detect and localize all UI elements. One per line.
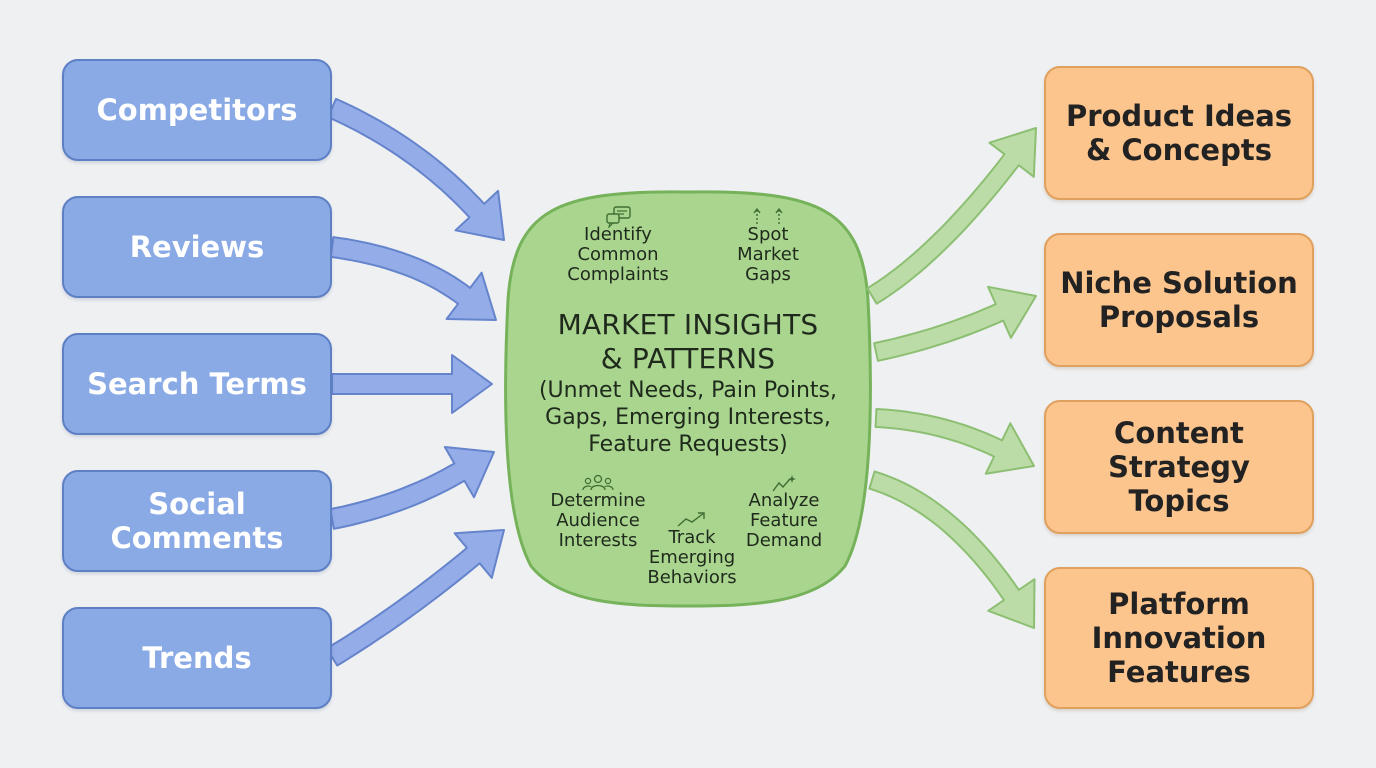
source-trends-label: Trends	[142, 640, 252, 675]
note-track-line-2: Emerging	[648, 547, 736, 569]
hub-subtitle: (Unmet Needs, Pain Points, Gaps, Emergin…	[518, 378, 858, 458]
output-platform-innovation: Platform Innovation Features	[1044, 567, 1314, 709]
note-gaps: Spot Market Gaps	[718, 224, 818, 286]
arrow-platform-innovation	[868, 470, 1036, 629]
output-product-ideas-line-1: Product Ideas	[1065, 98, 1293, 133]
output-niche-solution-line-2: Proposals	[1098, 300, 1260, 334]
source-trends: Trends	[62, 607, 332, 709]
source-reviews: Reviews	[62, 196, 332, 298]
output-content-strategy-line-1: Content	[1114, 415, 1244, 450]
note-complaints: Identify Common Complaints	[563, 224, 673, 286]
note-complaints-line-3: Complaints	[567, 264, 669, 286]
note-complaints-line-1: Identify	[584, 224, 652, 245]
arrow-competitors	[327, 97, 505, 241]
up-arrows-icon	[753, 207, 783, 224]
source-search-terms-label: Search Terms	[87, 366, 307, 401]
note-gaps-line-1: Spot	[747, 224, 789, 245]
source-competitors-label: Competitors	[96, 92, 298, 127]
source-reviews-label: Reviews	[129, 229, 265, 264]
hub-subtitle-line-2: Gaps, Emerging Interests,	[545, 404, 831, 430]
source-search-terms: Search Terms	[62, 333, 332, 435]
arrow-content-strategy	[874, 408, 1035, 475]
note-gaps-line-2: Market	[737, 244, 799, 266]
arrow-product-ideas	[866, 127, 1037, 305]
hub-subtitle-line-1: (Unmet Needs, Pain Points,	[538, 378, 838, 403]
output-content-strategy: Content Strategy Topics	[1044, 400, 1314, 534]
hub-title: MARKET INSIGHTS & PATTERNS	[518, 308, 858, 376]
note-gaps-line-3: Gaps	[745, 264, 791, 286]
arrow-niche-solution	[873, 285, 1037, 362]
hub-title-line-1: MARKET INSIGHTS	[557, 308, 819, 341]
note-audience-line-2: Audience	[556, 510, 640, 532]
source-social-comments-label: Social Comments	[110, 486, 284, 555]
note-audience: Determine Audience Interests	[540, 490, 656, 552]
arrow-search-terms	[331, 354, 493, 414]
output-content-strategy-line-2: Strategy	[1108, 449, 1250, 484]
source-competitors: Competitors	[62, 59, 332, 161]
output-niche-solution: Niche Solution Proposals	[1044, 233, 1314, 367]
hub-shape	[504, 190, 872, 608]
note-complaints-line-2: Common	[577, 244, 659, 266]
output-content-strategy-line-3: Topics	[1128, 484, 1230, 519]
people-group-icon	[582, 474, 614, 491]
output-platform-innovation-line-2: Innovation	[1091, 620, 1267, 655]
hub-subtitle-line-3: Feature Requests)	[588, 431, 788, 457]
note-demand-line-3: Demand	[745, 530, 823, 552]
arrow-reviews	[329, 236, 497, 321]
demand-sparkle-icon	[772, 475, 796, 492]
arrow-social-comments	[329, 446, 495, 530]
note-audience-line-3: Interests	[558, 530, 638, 552]
note-demand-line-1: Analyze	[748, 490, 820, 511]
output-product-ideas: Product Ideas & Concepts	[1044, 66, 1314, 200]
source-social-comments: Social Comments	[62, 470, 332, 572]
output-platform-innovation-line-3: Features	[1107, 655, 1251, 690]
note-demand-line-2: Feature	[749, 510, 819, 532]
note-demand: Analyze Feature Demand	[736, 490, 832, 552]
chat-bubbles-icon	[606, 206, 631, 228]
note-track-line-3: Behaviors	[647, 567, 737, 589]
trend-line-icon	[677, 512, 705, 527]
output-platform-innovation-line-1: Platform	[1108, 586, 1250, 621]
note-track: Track Emerging Behaviors	[636, 527, 748, 589]
arrow-trends	[325, 529, 505, 667]
note-track-line-1: Track	[668, 527, 716, 548]
note-audience-line-1: Determine	[550, 490, 646, 511]
hub-title-line-2: & PATTERNS	[600, 342, 776, 376]
output-niche-solution-line-1: Niche Solution	[1060, 265, 1298, 300]
output-product-ideas-line-2: & Concepts	[1086, 133, 1272, 167]
